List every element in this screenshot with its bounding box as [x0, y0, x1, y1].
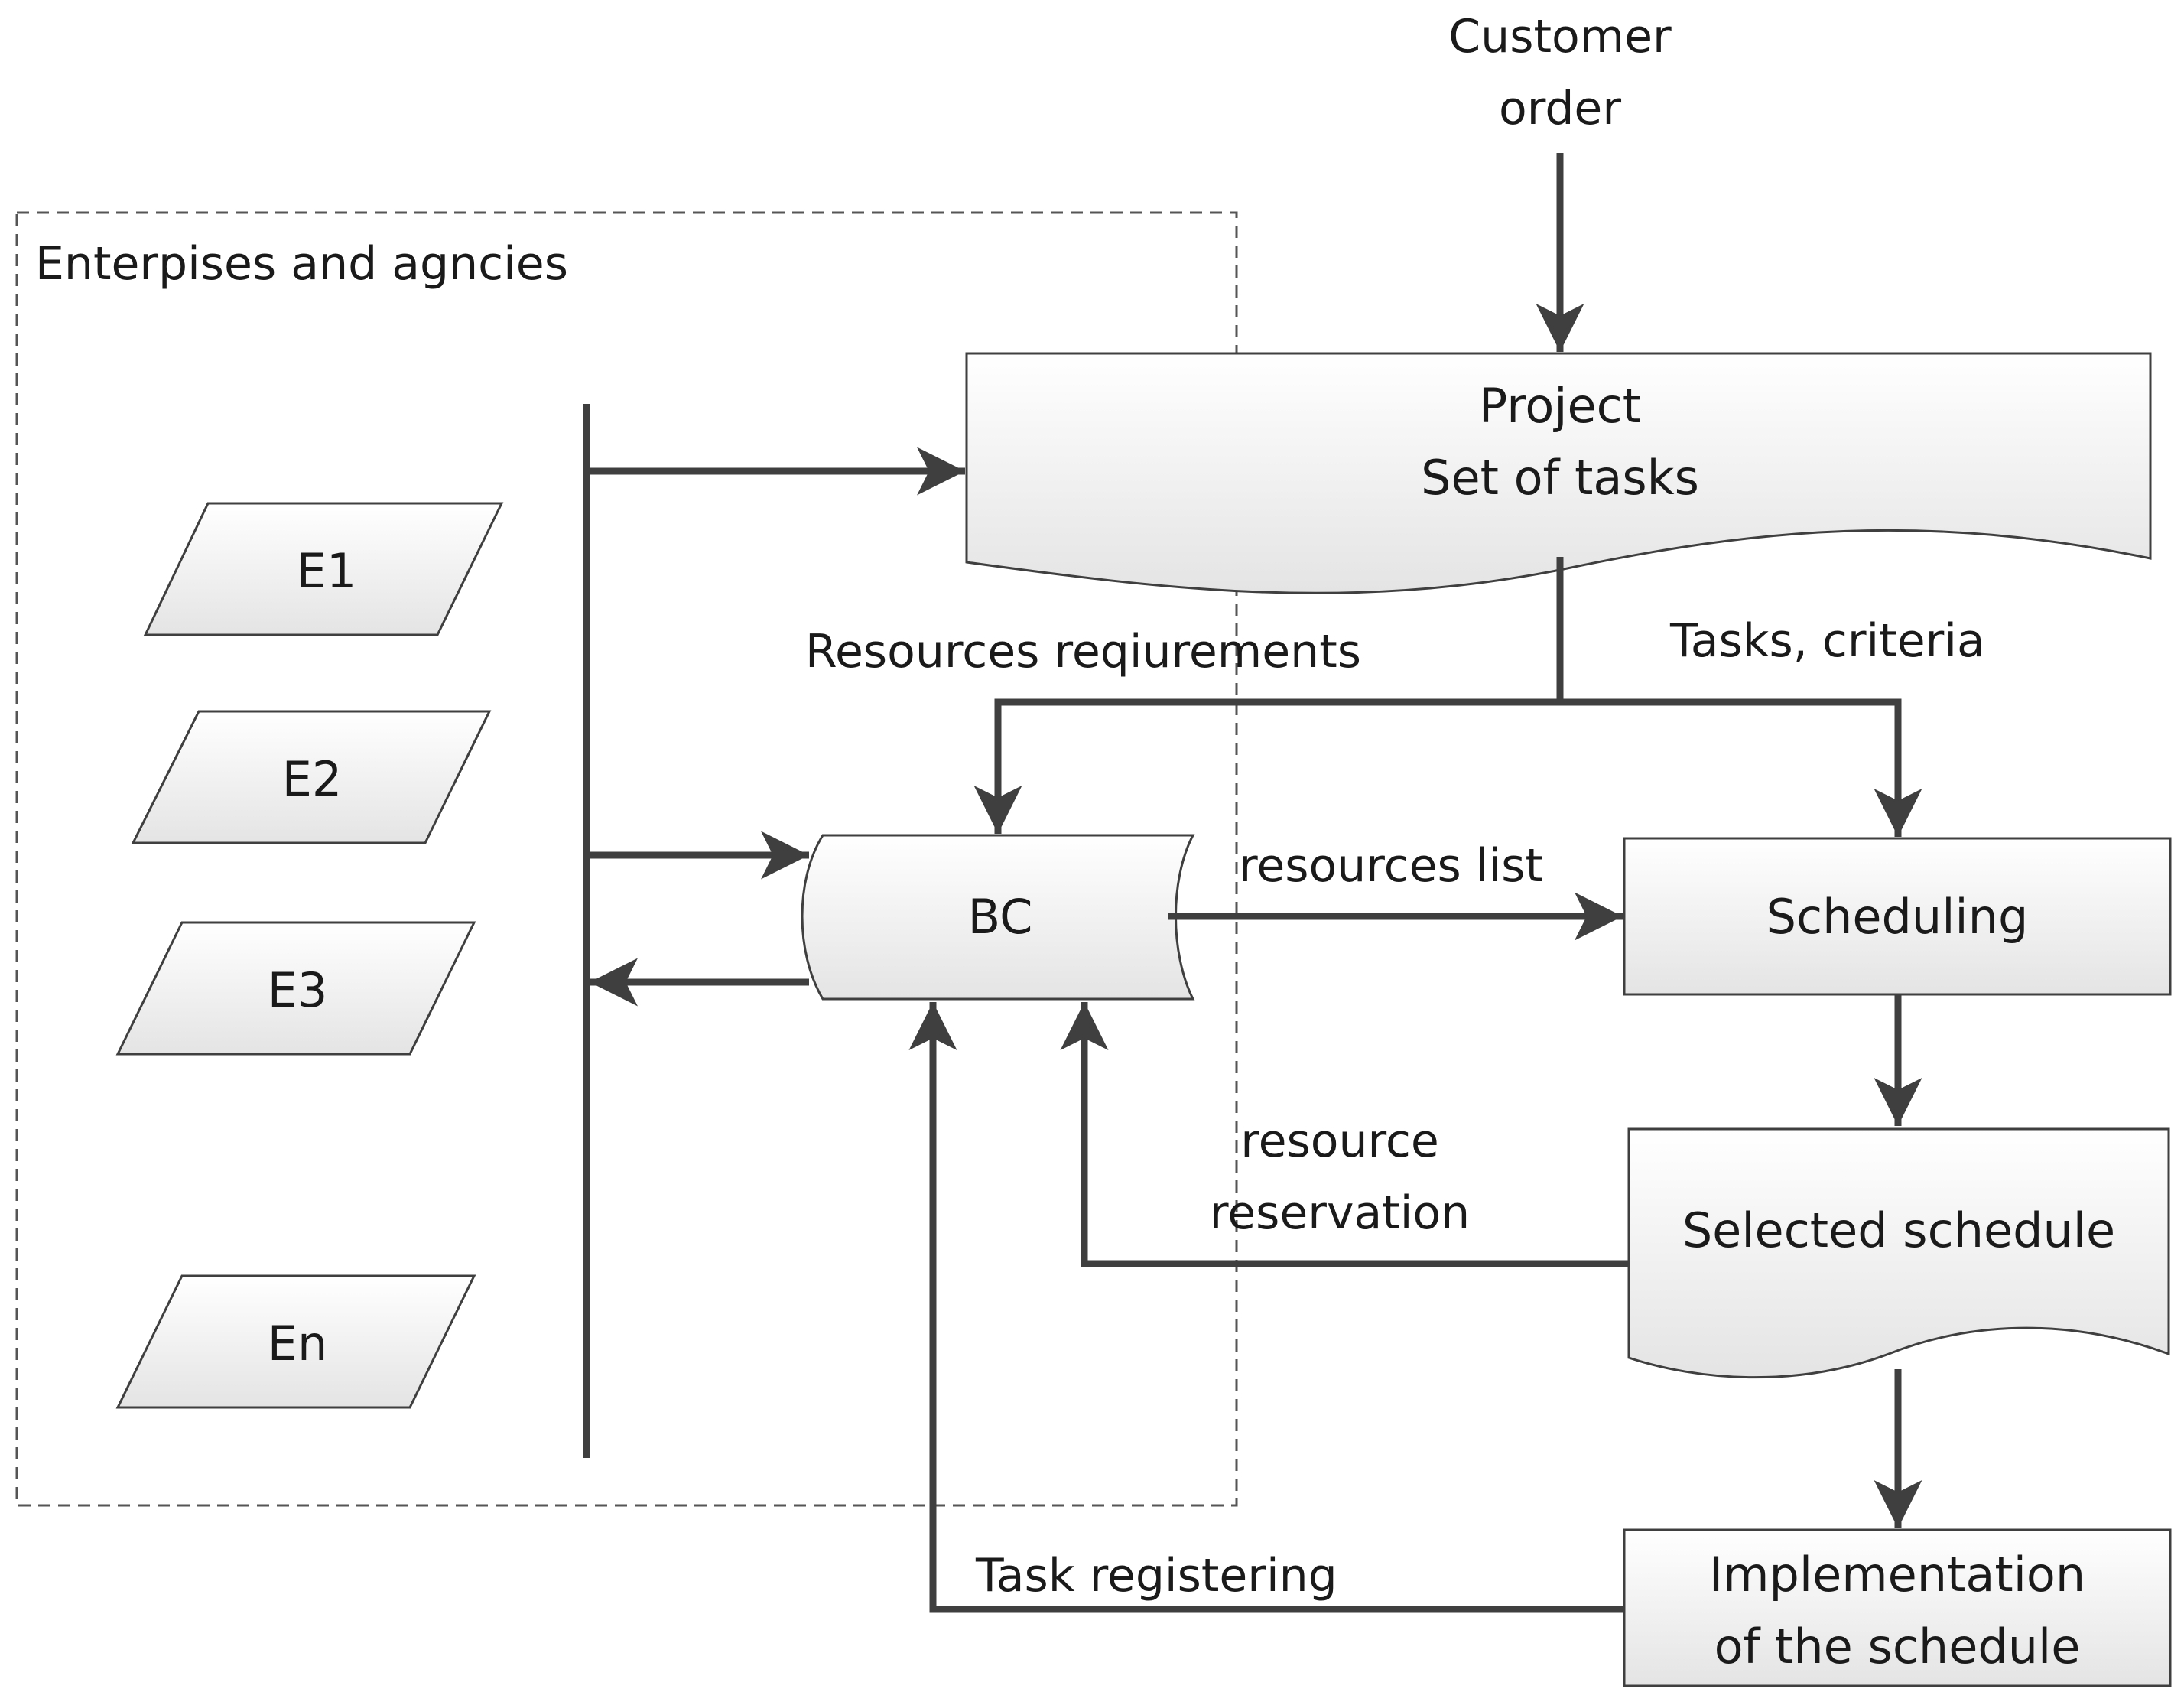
task-registering-to-bc-arrow — [908, 1002, 1624, 1613]
enterprise-en: En — [115, 1274, 476, 1409]
scheduling-label: Scheduling — [1766, 889, 2029, 945]
enterprise-e1-label: E1 — [297, 543, 357, 599]
enterprise-e2: E2 — [131, 710, 492, 844]
selected-schedule-label: Selected schedule — [1682, 1202, 2115, 1258]
resource-reservation-label-line1: resource — [1240, 1114, 1439, 1168]
resource-reservation-label-line2: reservation — [1210, 1186, 1470, 1240]
resources-requirements-label: Resources reqiurements — [805, 625, 1361, 678]
requirements-to-bc-arrow — [973, 698, 1560, 834]
customer-order-label-line2: order — [1499, 82, 1621, 135]
reservation-to-bc-arrow — [1060, 1002, 1629, 1267]
bc-node: BC — [801, 834, 1195, 1001]
enterprise-e3-label: E3 — [268, 962, 328, 1018]
tasks-to-scheduling-arrow — [1560, 698, 1922, 837]
customer-order-label-line1: Customer — [1448, 10, 1672, 63]
bc-label: BC — [968, 889, 1033, 945]
enterprises-group-label: Enterpises and agncies — [35, 237, 568, 291]
enterprise-e1: E1 — [143, 502, 504, 636]
enterprise-e2-label: E2 — [282, 751, 343, 807]
enterprises-group-box — [15, 211, 1238, 1507]
project-node: Project Set of tasks — [965, 352, 2152, 594]
enterprise-e3: E3 — [115, 921, 476, 1056]
enterprise-en-label: En — [268, 1316, 327, 1371]
resources-list-label: resources list — [1239, 839, 1543, 893]
implementation-label-line1: Implementation — [1709, 1547, 2085, 1603]
implementation-label-line2: of the schedule — [1714, 1619, 2081, 1674]
scheduling-node: Scheduling — [1623, 837, 2172, 996]
project-label-line1: Project — [1479, 378, 1641, 434]
tasks-criteria-label: Tasks, criteria — [1669, 614, 1985, 668]
project-label-line2: Set of tasks — [1421, 450, 1699, 506]
implementation-node: Implementation of the schedule — [1623, 1528, 2172, 1687]
task-registering-label: Task registering — [975, 1549, 1337, 1603]
selected-schedule-node: Selected schedule — [1627, 1127, 2170, 1379]
